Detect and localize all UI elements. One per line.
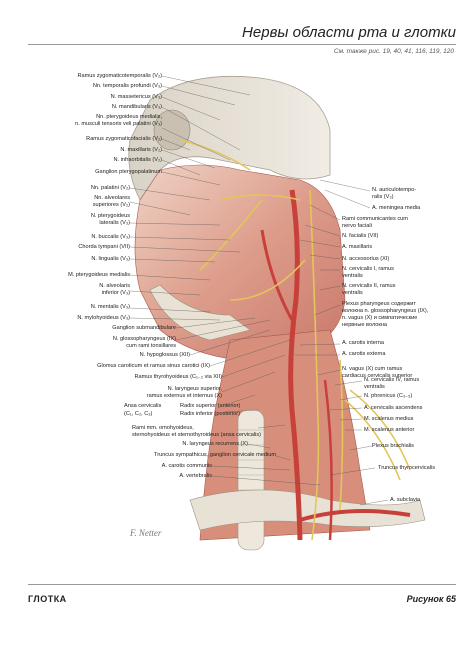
- label-left-3: N. mandibularis (V₃): [111, 104, 162, 110]
- label-left-13: N. pterygoideus: [90, 213, 130, 219]
- label-left-12: superiores (V₂): [92, 202, 130, 208]
- label-left-10: Nn. palatini (V₂): [90, 185, 130, 191]
- label-left-31: Ansa cervicalis: [124, 403, 162, 409]
- facial-branch: [219, 194, 301, 201]
- label-right-6: A. maxillaris: [342, 244, 373, 250]
- label-right-12: Plexus pharyngeus содержит: [342, 301, 416, 307]
- label-left-0: Ramus zygomaticotemporalis (V₂): [77, 73, 162, 79]
- label-left-17: N. lingualis (V₃): [91, 256, 130, 262]
- label-left-23: Ganglion submandibulare: [112, 325, 176, 331]
- label-left-34: Radix inferior (posterior): [180, 411, 240, 417]
- label-right-11: ventralis: [342, 290, 363, 296]
- label-left-18: M. pterygoideus medialis: [68, 272, 130, 278]
- label-right-8: N. cervicalis I, ramus: [342, 266, 394, 272]
- label-left-39: A. carotis communis: [161, 463, 212, 469]
- label-left-21: N. mentalis (V₃): [90, 304, 130, 310]
- label-left-19: N. alveolaris: [99, 283, 130, 289]
- label-left-16: Chorda tympani (VII): [78, 244, 130, 250]
- label-left-25: cum rami tonsillares: [126, 343, 176, 349]
- label-left-27: Glomus caroticum et ramus sinus carotici…: [97, 363, 210, 369]
- label-left-14: lateralis (V₃): [99, 220, 130, 226]
- maxillary-branch: [179, 139, 251, 171]
- label-right-25: M. scalenus anterior: [364, 427, 415, 433]
- label-left-8: N. infraorbitalis (V₂): [113, 157, 163, 163]
- phrenic-nerve: [339, 359, 344, 511]
- label-left-9: Ganglion pterygopalatinum: [95, 169, 162, 175]
- label-right-17: A. carotis externa: [342, 351, 386, 357]
- label-right-5: N. facialis (VII): [342, 233, 379, 239]
- clavicle-shape: [189, 489, 426, 531]
- header-rule: [28, 44, 456, 45]
- label-left-15: N. buccalis (V₃): [91, 234, 130, 240]
- label-left-2: N. massetericus (V₃): [110, 94, 162, 100]
- label-right-20: N. cervicalis IV, ramus: [364, 377, 420, 383]
- label-left-37: N. laryngeus recurrens (X): [182, 441, 248, 447]
- label-left-30: ramus externus et internus (X): [146, 393, 222, 399]
- label-left-35: Rami mm. omohyoideus,: [132, 425, 194, 431]
- label-right-3: Rami communicantes cum: [342, 216, 408, 222]
- label-left-29: N. laryngeus superior,: [167, 386, 222, 392]
- label-left-32: (C₁, C₂, C₃): [124, 411, 153, 417]
- label-left-38: Truncus sympathicus, ganglion cervicale …: [154, 452, 276, 458]
- label-right-18: N. vagus (X) cum ramus: [342, 366, 403, 372]
- label-right-24: M. scalenus medius: [364, 416, 414, 422]
- label-right-21: ventralis: [364, 384, 385, 390]
- label-right-14: n. vagus (X) и симпатические: [342, 315, 418, 321]
- label-left-26: N. hypoglossus (XII): [139, 352, 190, 358]
- label-left-4: Nn. pterygoideus medialis,: [96, 114, 162, 120]
- label-right-10: N. cervicalis II, ramus: [342, 283, 396, 289]
- mandible-shape: [149, 284, 251, 341]
- label-right-27: Truncus thyrocervicalis: [378, 465, 435, 471]
- label-right-22: N. phrenicus (C₃₋₅): [364, 393, 413, 399]
- footer-figure-number: Рисунок 65: [406, 594, 456, 604]
- label-left-11: Nn. alveolares: [94, 195, 130, 201]
- label-right-28: A. subclavia: [390, 497, 421, 503]
- brachial-plexus: [344, 399, 401, 481]
- label-left-1: Nn. temporalis profundi (V₃): [92, 83, 162, 89]
- label-left-24: N. glossopharyngeus (IX): [112, 336, 176, 342]
- label-right-13: волокна n. glossopharyngeus (IX),: [342, 308, 429, 314]
- label-right-19: cardiacus cervicalis superior: [342, 373, 413, 379]
- label-right-7: N. accessorius (XI): [342, 256, 390, 262]
- label-left-6: Ramus zygomaticofacialis (V₂): [86, 136, 162, 142]
- label-left-28: Ramus thyrohyoideus (C₁₋₂ via XII): [134, 374, 222, 380]
- artist-signature: F. Netter: [129, 528, 162, 538]
- label-right-15: нервные волокна: [342, 322, 388, 328]
- label-left-33: Radix superior (anterior): [180, 403, 241, 409]
- label-left-22: N. mylohyoideus (V₃): [77, 315, 130, 321]
- carotis-artery: [288, 189, 303, 541]
- label-right-0: N. auriculotempo-: [372, 187, 417, 193]
- page-title: Нервы области рта и глотки: [242, 24, 456, 41]
- footer-section: ГЛОТКА: [28, 594, 67, 604]
- label-right-23: A. cervicalis ascendens: [364, 405, 423, 411]
- vertebral-artery: [323, 379, 333, 541]
- label-right-26: Plexus brachialis: [372, 443, 414, 449]
- label-left-36: sternohyoideus et sternothyroideus (ansa…: [132, 432, 262, 438]
- carotis-externa: [260, 229, 294, 321]
- see-also-note: См. также рис. 19, 40, 41, 116, 119, 120: [333, 48, 454, 55]
- footer-rule: [28, 584, 456, 585]
- label-left-5: n. musculi tensoris veli palatini (V₃): [75, 121, 162, 127]
- vagus-nerve: [309, 189, 320, 541]
- subclavian-artery: [299, 509, 411, 522]
- label-right-4: nervo faciali: [342, 223, 372, 229]
- label-right-2: A. meningea media: [372, 205, 421, 211]
- hypoglossal-nerve: [229, 259, 306, 301]
- label-right-1: ralis (V₃): [372, 194, 394, 200]
- label-left-20: inferior (V₃): [101, 290, 130, 296]
- label-left-7: N. maxillaris (V₂): [120, 147, 162, 153]
- label-left-40: A. vertebralis: [179, 473, 212, 479]
- label-right-16: A. carotis interna: [342, 340, 384, 346]
- lingual-nerve: [199, 199, 263, 271]
- label-right-9: ventralis: [342, 273, 363, 279]
